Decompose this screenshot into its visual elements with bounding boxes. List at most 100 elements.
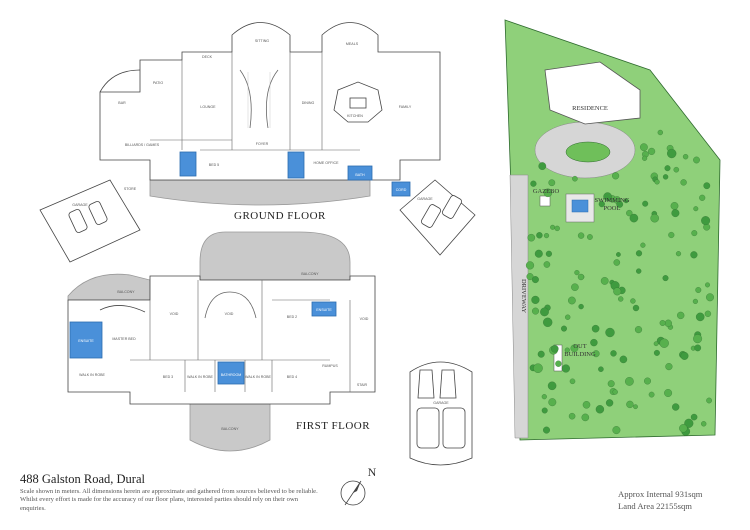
tree bbox=[591, 324, 600, 333]
ground-wet-area-1 bbox=[179, 151, 197, 177]
tree bbox=[613, 287, 622, 296]
tree bbox=[525, 261, 535, 270]
tree bbox=[569, 378, 576, 385]
ground-wet-area-3 bbox=[347, 165, 373, 181]
room-sitting: SITTING bbox=[255, 39, 269, 43]
site-garden-bed bbox=[565, 141, 611, 163]
tree bbox=[636, 268, 642, 274]
tree bbox=[662, 174, 669, 180]
room-dining: DINING bbox=[302, 101, 315, 105]
tree bbox=[694, 344, 702, 352]
tree bbox=[664, 389, 673, 397]
tree bbox=[670, 202, 679, 210]
tree bbox=[534, 249, 543, 258]
tree bbox=[531, 295, 540, 304]
tree bbox=[605, 399, 614, 407]
room-bathroom: BATHROOM bbox=[221, 373, 242, 377]
tree bbox=[545, 250, 552, 257]
tree bbox=[578, 303, 584, 310]
tree bbox=[640, 143, 648, 152]
tree bbox=[548, 179, 556, 187]
ground-wet-area-4 bbox=[391, 181, 411, 197]
tree bbox=[659, 338, 669, 348]
room-master-bed: MASTER BED bbox=[112, 337, 136, 341]
room-ensuite: ENSUITE bbox=[78, 339, 94, 343]
tree bbox=[595, 405, 605, 414]
tree bbox=[664, 165, 671, 172]
site-driveway bbox=[509, 174, 529, 439]
site-trees bbox=[525, 129, 714, 436]
first-floor-plan bbox=[67, 231, 473, 466]
tree bbox=[541, 394, 547, 400]
tree bbox=[612, 172, 620, 180]
compass-n-label: N bbox=[368, 465, 377, 479]
tree bbox=[531, 276, 539, 284]
tree bbox=[680, 351, 689, 360]
tree bbox=[564, 347, 570, 353]
ground-stair-right bbox=[265, 69, 279, 129]
tree bbox=[695, 287, 702, 293]
room-lounge: LOUNGE bbox=[200, 105, 216, 109]
tree bbox=[543, 317, 553, 327]
tree bbox=[547, 381, 557, 391]
ground-wet-area-2 bbox=[287, 151, 305, 179]
tree bbox=[543, 233, 550, 239]
tree bbox=[640, 242, 646, 248]
tree bbox=[701, 421, 707, 427]
first-master-curve bbox=[99, 305, 146, 313]
site-plan: RESIDENCE GAZEBO SWIMMING POOL DRIVEWAY … bbox=[504, 19, 721, 441]
first-detached-garage bbox=[409, 361, 473, 466]
tree bbox=[568, 412, 576, 420]
land-area: Land Area 22155sqm bbox=[618, 501, 692, 511]
room-bed-3: BED 3 bbox=[163, 375, 173, 379]
tree bbox=[703, 182, 711, 190]
site-label-out-1: OUT bbox=[573, 343, 586, 350]
tree bbox=[540, 307, 549, 317]
ground-floor-title: GROUND FLOOR bbox=[234, 210, 326, 222]
room-walk-in-robe-2: WALK IN ROBE bbox=[187, 375, 213, 379]
tree bbox=[695, 312, 705, 322]
tree bbox=[679, 424, 688, 433]
tree bbox=[706, 293, 714, 302]
tree bbox=[668, 231, 675, 239]
tree bbox=[590, 338, 598, 347]
tree bbox=[690, 251, 698, 259]
tree bbox=[613, 259, 621, 266]
tree bbox=[616, 201, 624, 208]
first-ensuite-wet bbox=[69, 321, 103, 359]
tree bbox=[691, 230, 698, 237]
tree bbox=[625, 377, 634, 386]
tree bbox=[598, 366, 604, 372]
tree bbox=[616, 252, 621, 257]
tree bbox=[537, 350, 545, 358]
property-address: 488 Galston Road, Dural bbox=[20, 472, 145, 486]
room-stair: STAIR bbox=[357, 383, 368, 387]
tree bbox=[598, 201, 605, 208]
room-family: FAMILY bbox=[399, 105, 412, 109]
tree bbox=[587, 234, 593, 240]
tree bbox=[581, 413, 590, 422]
tree bbox=[675, 251, 682, 257]
ground-room-labels: FAMILY DINING LOUNGE KITCHEN FOYER BILLI… bbox=[72, 39, 433, 207]
tree bbox=[693, 334, 703, 344]
tree bbox=[648, 147, 656, 155]
tree bbox=[548, 398, 557, 407]
tree bbox=[600, 277, 609, 285]
tree bbox=[607, 380, 615, 388]
tree bbox=[577, 232, 585, 239]
tree bbox=[705, 282, 710, 288]
tree bbox=[630, 298, 636, 304]
room-balcony-bottom: BALCONY bbox=[221, 427, 239, 431]
tree bbox=[612, 389, 618, 395]
tree bbox=[701, 216, 711, 226]
room-cord: CORD bbox=[396, 188, 407, 192]
tree bbox=[648, 391, 655, 398]
tree bbox=[635, 250, 643, 257]
room-bath: BATH bbox=[355, 173, 365, 177]
ground-kitchen-island bbox=[333, 81, 383, 123]
tree bbox=[543, 426, 550, 434]
tree bbox=[561, 364, 570, 373]
room-store: STORE bbox=[124, 187, 137, 191]
first-bathroom-wet bbox=[217, 361, 245, 385]
tree bbox=[618, 296, 624, 302]
